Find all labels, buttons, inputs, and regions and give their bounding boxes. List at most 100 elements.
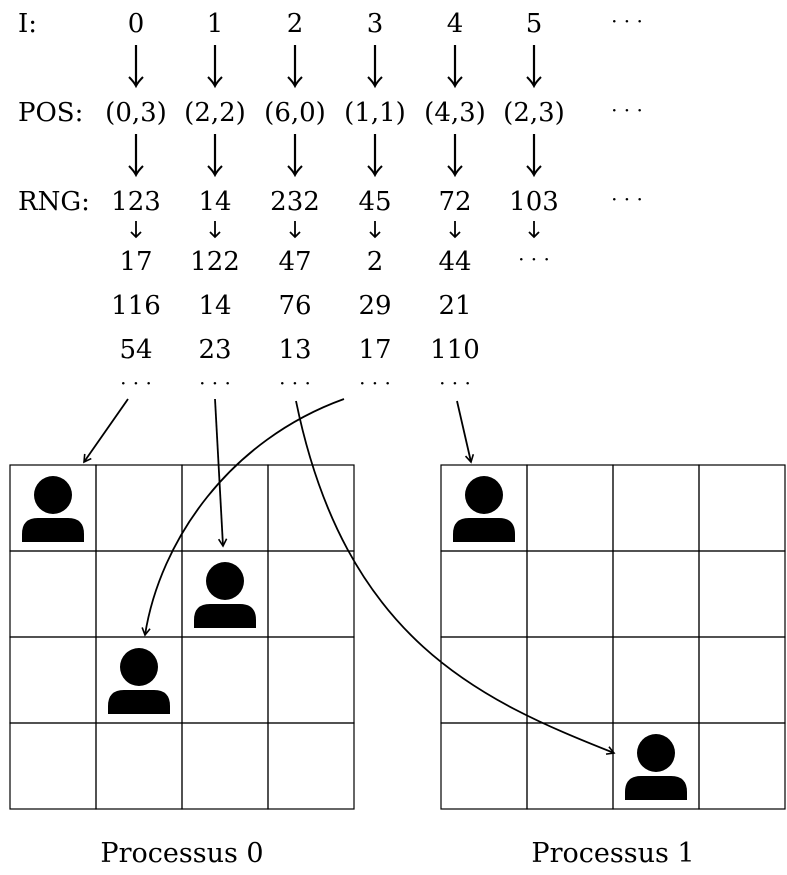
grid-cell <box>9 722 97 810</box>
arrow-down-icon <box>287 165 303 178</box>
index-ellipsis: · · · <box>611 9 643 33</box>
assign-arrow-col1 <box>214 398 228 548</box>
rng-row-label: RNG: <box>18 187 90 217</box>
rng-ellipsis: · · · <box>199 371 231 395</box>
rng-ellipsis: · · · <box>359 371 391 395</box>
grid-cell <box>440 636 528 724</box>
rng-value: 232 <box>270 187 320 217</box>
arrow-down-icon <box>447 76 463 89</box>
position-value: (2,3) <box>503 98 565 128</box>
index-row-label: I: <box>18 9 37 39</box>
rng-value: 23 <box>198 335 231 365</box>
person-icon <box>22 476 84 542</box>
index-value: 3 <box>367 9 384 39</box>
arrow-down-icon <box>526 165 542 178</box>
rng-value: 17 <box>119 247 152 277</box>
rng-col5-ellipsis: · · · <box>518 247 550 271</box>
position-value: (4,3) <box>424 98 486 128</box>
arrow-down-icon <box>209 231 221 239</box>
arrow-down-icon <box>367 76 383 89</box>
position-value: (0,3) <box>105 98 167 128</box>
grid-cell <box>698 550 786 638</box>
grid-cell <box>526 636 614 724</box>
rng-value: 76 <box>278 291 311 321</box>
arrow-down-icon <box>128 165 144 178</box>
grid-cell <box>612 550 700 638</box>
rng-value: 45 <box>358 187 391 217</box>
rng-ellipsis: · · · <box>439 371 471 395</box>
person-icon <box>194 562 256 628</box>
arrow-down-icon <box>207 76 223 89</box>
grid-cell <box>612 636 700 724</box>
index-value: 5 <box>526 9 543 39</box>
grid-cell <box>267 636 355 724</box>
grid-label-processus-0: Processus 0 <box>100 838 263 869</box>
rng-value: 122 <box>190 247 240 277</box>
rng-value: 13 <box>278 335 311 365</box>
grid-layer <box>9 464 786 810</box>
grid-processus-0 <box>9 464 355 810</box>
position-value: (1,1) <box>344 98 406 128</box>
rng-value: 116 <box>111 291 161 321</box>
person-icon <box>625 734 687 800</box>
grid-cell <box>95 464 183 552</box>
rng-value: 2 <box>367 247 384 277</box>
rng-value: 21 <box>438 291 471 321</box>
rng-value: 29 <box>358 291 391 321</box>
index-value: 2 <box>287 9 304 39</box>
grid-cell <box>267 722 355 810</box>
rng-value: 44 <box>438 247 471 277</box>
assign-arrow-col3 <box>141 398 345 637</box>
rng-value: 14 <box>198 187 231 217</box>
grid-cell <box>440 722 528 810</box>
pos-ellipsis: · · · <box>611 98 643 122</box>
grid-cell <box>698 636 786 724</box>
grid-cell <box>95 550 183 638</box>
rng-value: 14 <box>198 291 231 321</box>
rng-ellipsis: · · · <box>611 187 643 211</box>
grid-cell <box>9 636 97 724</box>
assign-arrow-col0 <box>83 398 129 464</box>
position-value: (2,2) <box>184 98 246 128</box>
rng-value: 54 <box>119 335 152 365</box>
grid-label-processus-1: Processus 1 <box>531 838 694 869</box>
arrow-down-icon <box>367 165 383 178</box>
grid-cell <box>440 550 528 638</box>
arrow-down-icon <box>207 165 223 178</box>
position-value: (6,0) <box>264 98 326 128</box>
arrow-down-icon <box>287 76 303 89</box>
rng-value: 103 <box>509 187 559 217</box>
grid-cell <box>9 550 97 638</box>
assign-arrow-col4 <box>456 400 475 464</box>
rng-value: 72 <box>438 187 471 217</box>
arrow-down-icon <box>449 231 461 239</box>
grid-cell <box>181 636 269 724</box>
grid-cell <box>526 464 614 552</box>
arrow-down-icon <box>289 231 301 239</box>
grid-cell <box>698 722 786 810</box>
grid-cell <box>526 550 614 638</box>
arrow-down-icon <box>528 231 540 239</box>
rng-value: 110 <box>430 335 480 365</box>
arrow-down-icon <box>447 165 463 178</box>
person-icon <box>453 476 515 542</box>
rng-value: 47 <box>278 247 311 277</box>
rng-value: 17 <box>358 335 391 365</box>
grid-cell <box>267 550 355 638</box>
grid-processus-1 <box>440 464 786 810</box>
assign-arrow-col2 <box>295 400 616 755</box>
grid-cell <box>698 464 786 552</box>
arrow-down-icon <box>526 76 542 89</box>
index-value: 0 <box>128 9 145 39</box>
person-icon <box>108 648 170 714</box>
arrow-down-icon <box>369 231 381 239</box>
arrow-down-icon <box>128 76 144 89</box>
grid-cell <box>612 464 700 552</box>
rng-ellipsis: · · · <box>120 371 152 395</box>
rng-value: 123 <box>111 187 161 217</box>
index-value: 1 <box>207 9 224 39</box>
grid-cell <box>181 464 269 552</box>
grid-cell <box>95 722 183 810</box>
